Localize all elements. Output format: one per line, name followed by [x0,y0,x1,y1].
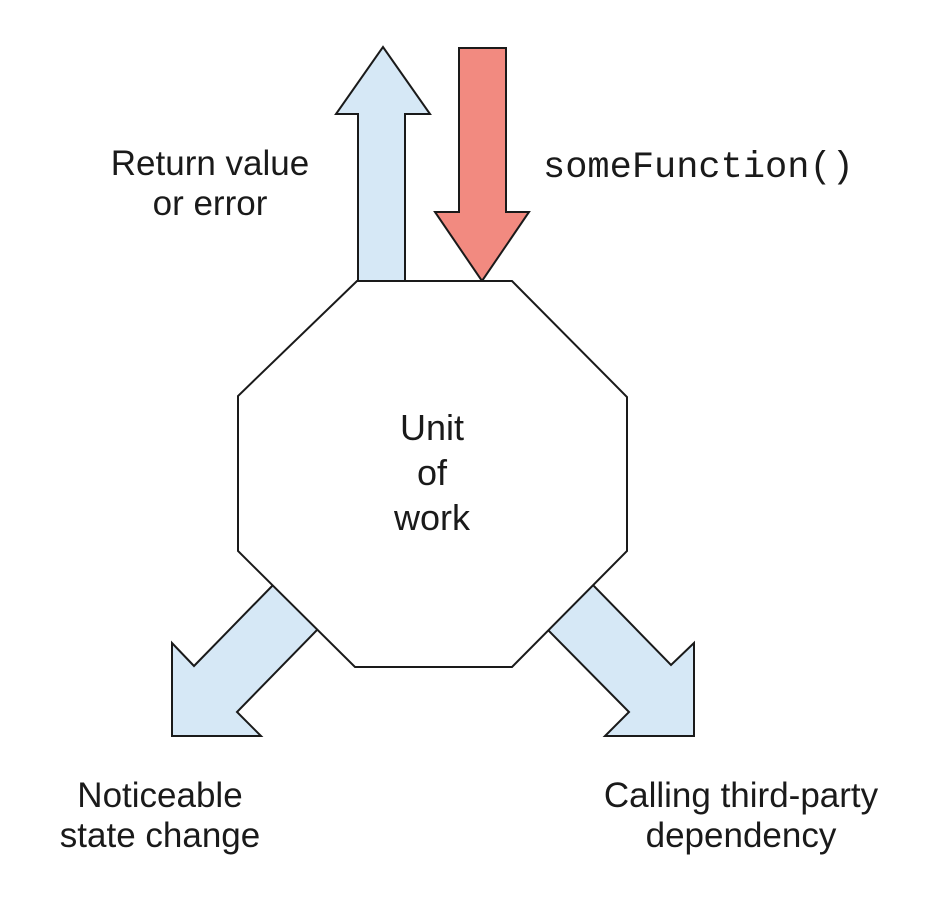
unit-of-work-node [237,280,628,668]
some-function-label: someFunction() [543,147,854,189]
third-party-dependency-arrow [546,583,695,737]
return-value-label: Return value or error [110,144,310,223]
state-change-arrow [171,581,320,737]
unit-of-work-label: Unit of work [393,407,470,538]
state-change-label: Noticeable state change [59,776,261,855]
third-party-dependency-label: Calling third-party dependency [603,776,879,855]
return-value-arrow [334,45,432,283]
some-function-input-arrow [433,47,531,283]
